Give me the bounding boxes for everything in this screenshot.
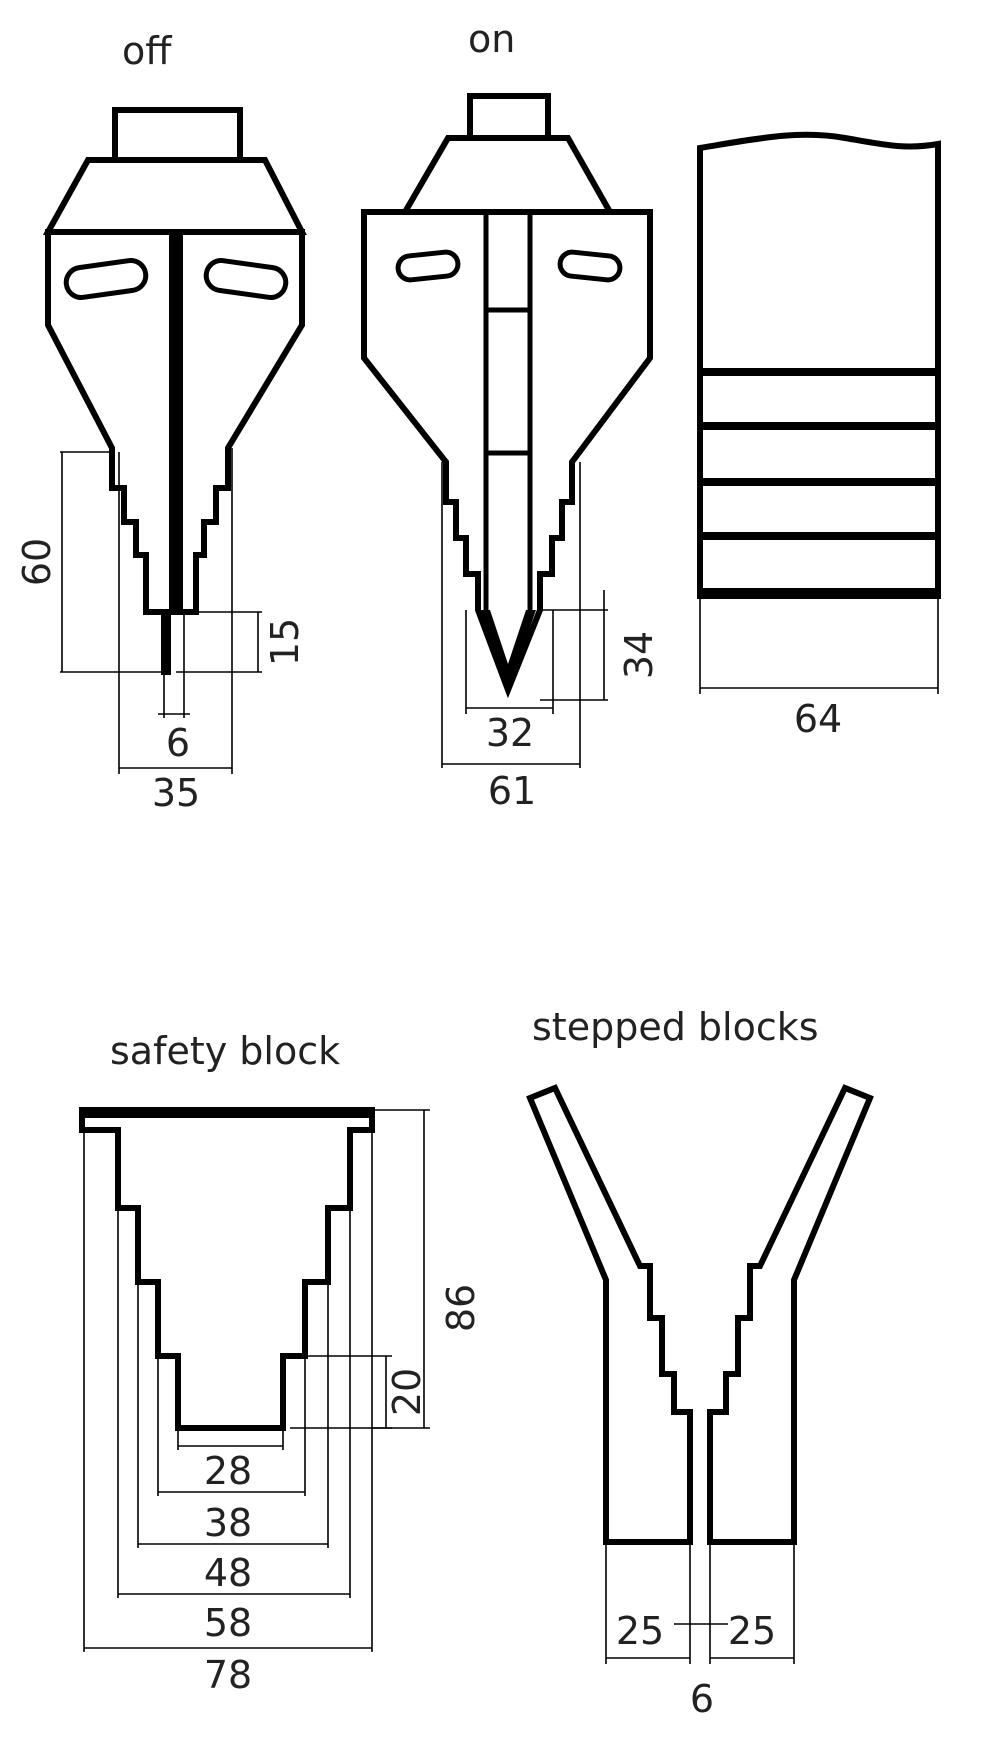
on-tip-width-label: 32 bbox=[486, 711, 534, 755]
on-tool: on 34 32 61 bbox=[361, 17, 661, 813]
on-right-slot bbox=[557, 249, 623, 283]
safety-w4-label: 58 bbox=[204, 1601, 252, 1645]
safety-step-label: 20 bbox=[385, 1368, 429, 1416]
off-tang bbox=[112, 107, 243, 163]
off-width-label: 35 bbox=[152, 771, 200, 815]
stepped-block-right bbox=[707, 1084, 874, 1545]
off-center-bar bbox=[169, 232, 183, 612]
plate-line-2 bbox=[700, 422, 938, 430]
safety-w5-dimension bbox=[83, 1130, 373, 1652]
off-tip-width-dimension bbox=[158, 612, 190, 718]
plate-width-dimension bbox=[699, 596, 939, 694]
stepped-left-label: 25 bbox=[616, 1609, 664, 1653]
safety-w4-dimension bbox=[117, 1208, 351, 1598]
safety-w2-dimension bbox=[157, 1356, 306, 1496]
off-tool: off 60 15 6 35 bbox=[15, 29, 307, 815]
safety-height-label: 86 bbox=[439, 1284, 483, 1332]
safety-w2-label: 38 bbox=[204, 1501, 252, 1545]
plate-view: 64 bbox=[697, 131, 941, 741]
on-center-channel bbox=[483, 212, 533, 610]
off-tip-height-label: 15 bbox=[263, 618, 307, 666]
on-shoulder bbox=[399, 135, 616, 215]
plate-outline bbox=[697, 131, 941, 599]
safety-w5-label: 78 bbox=[204, 1653, 252, 1697]
on-width-dimension bbox=[441, 462, 581, 768]
off-height-label: 60 bbox=[15, 538, 59, 586]
on-tip bbox=[480, 610, 536, 690]
safety-step-dimension bbox=[290, 1355, 392, 1429]
safety-w3-label: 48 bbox=[204, 1551, 252, 1595]
plate-line-5 bbox=[700, 588, 938, 596]
on-tip-height-label: 34 bbox=[617, 631, 661, 679]
on-width-label: 61 bbox=[488, 769, 536, 813]
off-tip-width-label: 6 bbox=[166, 721, 190, 765]
plate-line-4 bbox=[700, 532, 938, 540]
off-width-dimension bbox=[118, 448, 233, 774]
on-tip-width-dimension bbox=[465, 610, 554, 714]
stepped-blocks: stepped blocks 25 25 6 bbox=[526, 1005, 874, 1721]
safety-w1-label: 28 bbox=[204, 1449, 252, 1493]
safety-w1-dimension bbox=[177, 1428, 284, 1450]
off-caption: off bbox=[122, 29, 172, 73]
stepped-blocks-caption: stepped blocks bbox=[532, 1005, 819, 1049]
plate-width-label: 64 bbox=[794, 697, 842, 741]
plate-line-1 bbox=[700, 368, 938, 376]
off-height-dimension bbox=[60, 451, 165, 673]
stepped-right-label: 25 bbox=[728, 1609, 776, 1653]
on-left-slot bbox=[395, 249, 461, 283]
on-tang bbox=[467, 93, 551, 141]
off-tip-height-dimension bbox=[176, 611, 262, 673]
on-body bbox=[361, 209, 653, 699]
safety-block: safety block 86 20 28 38 48 58 78 bbox=[79, 1029, 483, 1697]
safety-block-top-bar bbox=[82, 1110, 372, 1118]
safety-w3-dimension bbox=[137, 1282, 329, 1548]
off-body bbox=[45, 229, 305, 675]
plate-line-3 bbox=[700, 478, 938, 486]
off-right-slot bbox=[203, 258, 289, 300]
off-left-slot bbox=[63, 258, 149, 300]
on-tip-height-dimension bbox=[540, 590, 608, 701]
stepped-width-dimensions bbox=[605, 1542, 795, 1664]
on-caption: on bbox=[468, 17, 515, 61]
safety-block-caption: safety block bbox=[110, 1029, 340, 1073]
stepped-block-left bbox=[526, 1084, 693, 1545]
off-shoulder bbox=[42, 157, 307, 235]
stepped-gap-label: 6 bbox=[690, 1677, 714, 1721]
